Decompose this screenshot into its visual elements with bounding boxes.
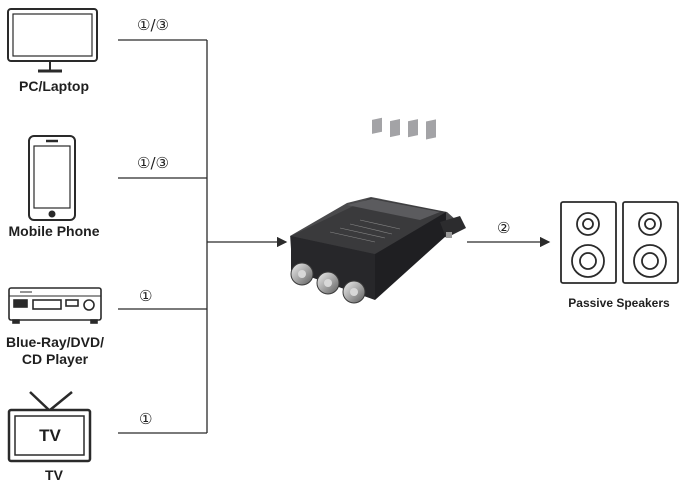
device-label-player: Blue-Ray/DVD/ CD Player xyxy=(0,334,110,368)
tv-icon xyxy=(7,391,92,463)
device-label-tv: TV xyxy=(45,467,63,483)
volume-knobs xyxy=(290,262,366,304)
device-label-player-line2: CD Player xyxy=(21,351,89,367)
connection-label-pc: ①/③ xyxy=(137,16,169,34)
phone-icon xyxy=(28,135,76,221)
monitor-icon xyxy=(7,8,98,73)
device-label-pc: PC/Laptop xyxy=(19,78,89,94)
connection-label-player: ① xyxy=(139,287,153,305)
connection-lines xyxy=(118,39,551,434)
connection-label-phone: ①/③ xyxy=(137,154,169,172)
connection-label-tv: ① xyxy=(139,410,153,428)
output-label-speakers: Passive Speakers xyxy=(568,296,670,310)
connection-label-speakers: ② xyxy=(497,219,511,237)
device-label-player-line1: Blue-Ray/DVD/ xyxy=(5,334,105,350)
amplifier-board-icon xyxy=(290,117,466,304)
disc-player-icon xyxy=(8,287,102,324)
tv-screen-text: TV xyxy=(39,426,61,445)
device-label-phone: Mobile Phone xyxy=(8,223,100,239)
speaker-icon xyxy=(560,201,679,284)
